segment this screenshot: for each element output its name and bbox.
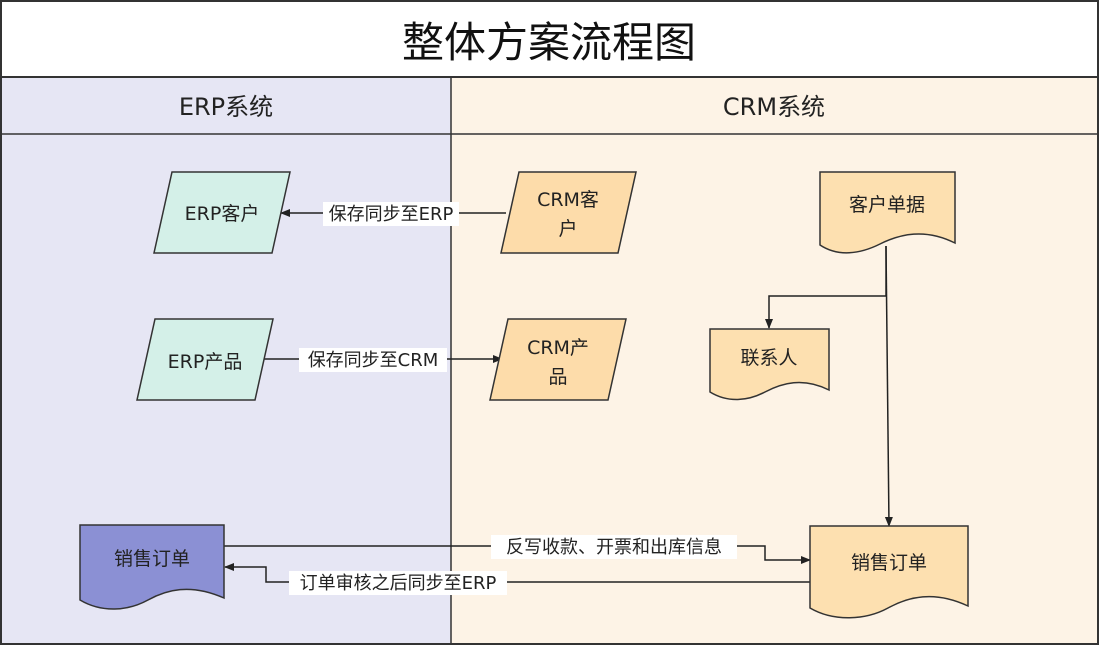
node-contact-label: 联系人 xyxy=(740,347,797,369)
edge-labels: 保存同步至ERP 保存同步至CRM 反写收款、开票和出库信息 订单审核之后同步至… xyxy=(289,202,737,595)
node-erp-customer-label: ERP客户 xyxy=(185,203,260,225)
edge-label-writeback-to-crm: 反写收款、开票和出库信息 xyxy=(506,537,722,558)
edge-order-sync-to-erp xyxy=(224,563,810,583)
edge-label-bg xyxy=(299,348,447,372)
edge-label-sync-product-to-crm: 保存同步至CRM xyxy=(308,350,439,371)
node-erp-customer-shape xyxy=(153,171,291,254)
node-crm-product-label-line2: 品 xyxy=(548,366,567,388)
node-customer-docs-label: 客户单据 xyxy=(849,194,925,216)
node-crm-product-label-line1: CRM产 xyxy=(527,337,589,359)
node-erp-product-shape xyxy=(136,318,274,401)
edge-label-order-sync-to-erp: 订单审核之后同步至ERP xyxy=(300,573,497,594)
node-erp-sales-order-label: 销售订单 xyxy=(114,548,190,570)
node-erp-product-label: ERP产品 xyxy=(168,351,243,373)
lane-erp-label: ERP系统 xyxy=(179,93,273,121)
node-crm-customer-shape xyxy=(500,171,637,254)
diagram-title: 整体方案流程图 xyxy=(402,18,696,67)
node-crm-product-shape xyxy=(489,318,627,401)
edge-docs-to-sales-order xyxy=(884,245,893,527)
node-customer-docs-shape xyxy=(819,171,956,254)
edge-label-bg xyxy=(491,535,737,559)
node-crm-customer-label-line2: 户 xyxy=(558,218,577,240)
edge-label-bg xyxy=(289,571,507,595)
node-crm-sales-order-shape xyxy=(809,525,969,619)
edge-label-bg xyxy=(323,202,459,226)
node-crm-customer-label-line1: CRM客 xyxy=(537,189,599,211)
node-erp-sales-order-shape xyxy=(79,524,225,610)
nodes: ERP客户 CRM客 户 客户单据 ERP产品 CRM产 品 联系人 销售订单 … xyxy=(79,171,969,619)
node-contact-shape xyxy=(709,328,830,401)
lane-crm-label: CRM系统 xyxy=(723,93,825,121)
edge-label-sync-customer-to-erp: 保存同步至ERP xyxy=(329,204,454,225)
node-crm-sales-order-label: 销售订单 xyxy=(851,552,927,574)
